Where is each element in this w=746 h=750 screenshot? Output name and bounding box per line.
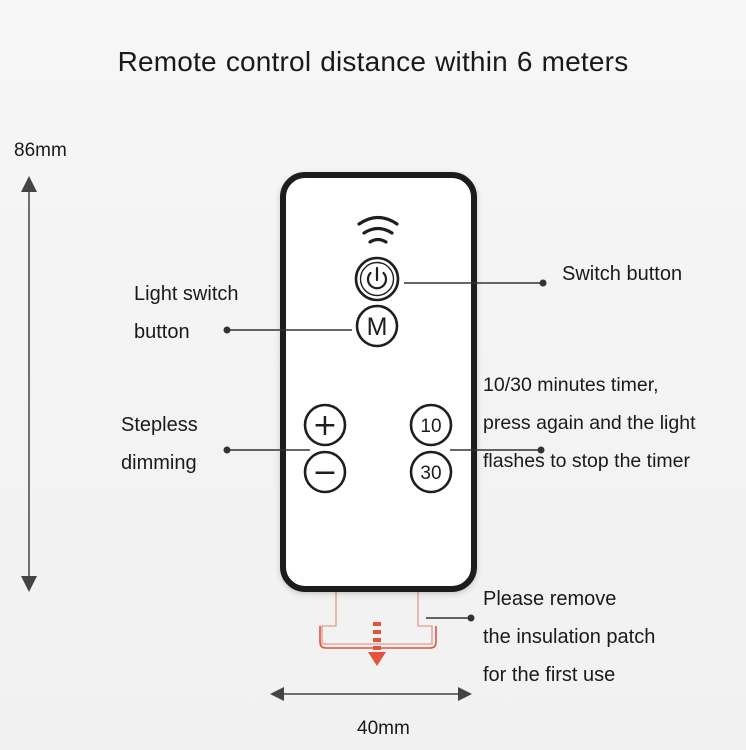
minus-button[interactable]: − [303, 450, 347, 494]
power-button[interactable] [354, 256, 400, 302]
switch-button-label: Switch button [562, 263, 683, 285]
patch-leader [426, 614, 475, 622]
timer-10-button[interactable]: 10 [409, 403, 453, 447]
patch-label-line-3: for the first use [483, 664, 616, 686]
timer-10-button-label: 10 [420, 416, 441, 437]
remote-body [280, 172, 477, 592]
timer-label: 10/30 minutes timer, press again and the… [483, 366, 695, 480]
dimming-label-line-2: dimming [121, 452, 197, 474]
plus-button-label: + [312, 408, 337, 443]
timer-label-line-1: 10/30 minutes timer, [483, 374, 659, 396]
patch-label-line-2: the insulation patch [483, 626, 656, 648]
page-title: Remote control distance within 6 meters [117, 46, 629, 77]
timer-30-button[interactable]: 30 [409, 450, 453, 494]
switch-button-leader [404, 279, 547, 287]
mode-button-label: M [367, 313, 388, 341]
light-switch-leader [223, 326, 352, 334]
width-dimension-arrow [270, 687, 472, 701]
timer-leader [450, 446, 545, 454]
dimming-leader [223, 446, 310, 454]
dimming-label: Stepless dimming [121, 406, 198, 482]
light-switch-label-line-1: Light switch [134, 283, 239, 305]
height-dimension-arrow [21, 176, 37, 592]
patch-label-line-1: Please remove [483, 588, 617, 610]
wifi-signal-icon [357, 215, 399, 244]
mode-button[interactable]: M [355, 304, 399, 348]
minus-button-label: − [312, 455, 337, 490]
power-icon [366, 266, 388, 290]
height-dimension-label: 86mm [14, 140, 67, 161]
plus-button[interactable]: + [303, 403, 347, 447]
timer-label-line-2: press again and the light [483, 412, 696, 434]
dimming-label-line-1: Stepless [121, 414, 198, 436]
light-switch-label-line-2: button [134, 321, 190, 343]
patch-label: Please remove the insulation patch for t… [483, 580, 655, 694]
timer-label-line-3: flashes to stop the timer [483, 450, 691, 472]
timer-30-button-label: 30 [420, 463, 441, 484]
arrow-down-icon [368, 622, 386, 666]
light-switch-label: Light switch button [134, 275, 239, 351]
width-dimension-label: 40mm [357, 718, 410, 739]
